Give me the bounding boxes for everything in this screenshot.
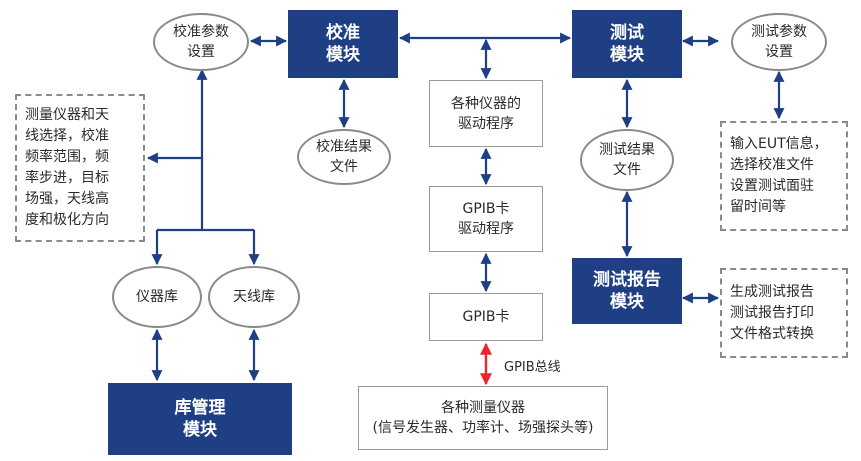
test-module-node: 测试 模块	[572, 10, 682, 78]
instrument-drivers-node: 各种仪器的 驱动程序	[429, 80, 543, 147]
gpib-driver-node: GPIB卡 驱动程序	[429, 186, 543, 252]
calib-note: 测量仪器和天 线选择，校准 频率范围，频 率步进，目标 场强，天线高 度和极化方…	[15, 94, 145, 242]
antenna-lib-node: 天线库	[208, 266, 300, 328]
report-note: 生成测试报告 测试报告打印 文件格式转换	[720, 268, 848, 358]
library-module-node: 库管理 模块	[108, 383, 292, 455]
calib-result-node: 校准结果 文件	[297, 129, 391, 185]
measurement-instruments-node: 各种测量仪器 (信号发生器、功率计、场强探头等)	[358, 386, 608, 450]
calib-module-node: 校准 模块	[288, 10, 398, 78]
test-result-node: 测试结果 文件	[580, 129, 674, 191]
gpib-card-node: GPIB卡	[429, 293, 543, 341]
test-report-module-node: 测试报告 模块	[572, 258, 682, 324]
gpib-bus-label: GPIB总线	[504, 360, 561, 375]
instrument-lib-node: 仪器库	[112, 266, 202, 328]
calib-params-node: 校准参数 设置	[153, 13, 249, 71]
test-params-node: 测试参数 设置	[731, 13, 827, 71]
eut-note: 输入EUT信息， 选择校准文件 设置测试面驻 留时间等	[720, 121, 848, 231]
